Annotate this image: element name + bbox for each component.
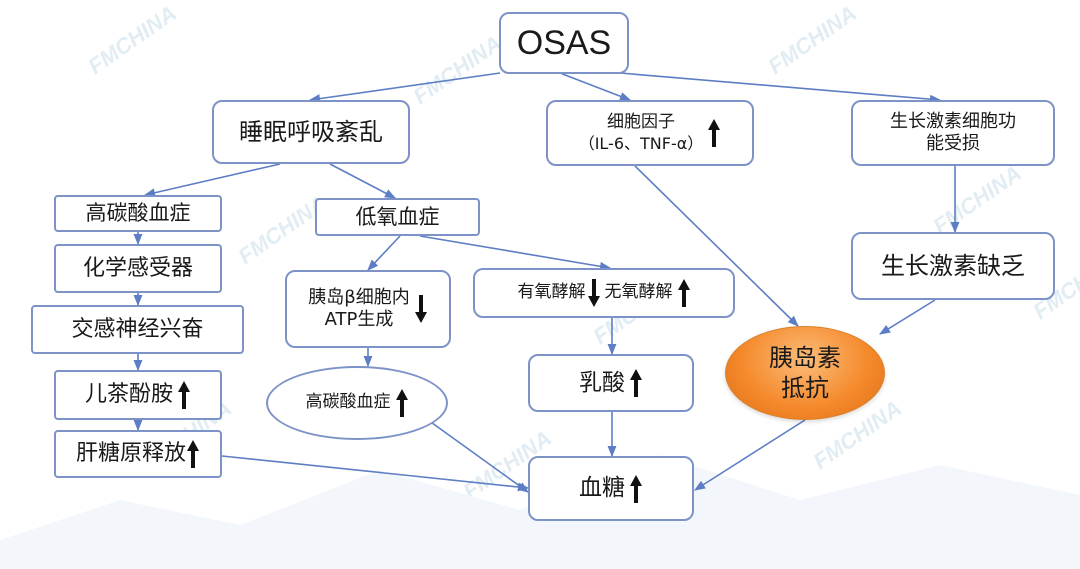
node-insulin-resistance-label-1: 胰岛素 (769, 344, 841, 372)
edge-ghdef-ir (879, 299, 936, 335)
node-glycolysis: 有氧酵解 无氧酵解 (473, 268, 735, 318)
node-osas: OSAS (499, 12, 629, 74)
node-lactate: 乳酸 (528, 354, 694, 412)
node-islet-atp: 胰岛β细胞内 ATP生成 (285, 270, 451, 348)
node-sleep-disorder-label: 睡眠呼吸紊乱 (239, 118, 383, 146)
edge-osas-cytokine (559, 72, 632, 101)
node-chemoreceptor: 化学感受器 (54, 244, 222, 293)
node-hypercapnia-label: 高碳酸血症 (85, 201, 191, 226)
up-arrow-icon (629, 368, 643, 398)
node-catecholamine: 儿茶酚胺 (54, 370, 222, 420)
node-sympathetic: 交感神经兴奋 (31, 305, 244, 354)
node-gh-impaired: 生长激素细胞功 能受损 (851, 100, 1055, 166)
node-aerobic-label: 有氧酵解 (517, 282, 586, 303)
node-hypercapnia: 高碳酸血症 (54, 195, 222, 232)
node-insulin-resistance: 胰岛素 抵抗 (725, 326, 885, 420)
node-gh-deficiency: 生长激素缺乏 (851, 232, 1055, 300)
down-arrow-icon (587, 278, 601, 308)
edge-hypercap2-glucose (427, 419, 529, 493)
node-glycogen-release-label: 肝糖原释放 (75, 441, 186, 467)
up-arrow-icon (186, 439, 200, 469)
node-sleep-disorder: 睡眠呼吸紊乱 (212, 100, 410, 164)
up-arrow-icon (677, 278, 691, 308)
edge-sleep-hypercap (143, 163, 281, 198)
node-blood-glucose-label: 血糖 (579, 475, 625, 502)
up-arrow-icon (707, 118, 721, 148)
node-insulin-resistance-label-2: 抵抗 (781, 374, 829, 402)
node-osas-label: OSAS (516, 23, 612, 62)
node-gh-impaired-label-1: 生长激素细胞功 (890, 110, 1016, 132)
up-arrow-icon (177, 380, 191, 410)
node-lactate-label: 乳酸 (579, 369, 625, 396)
up-arrow-icon (395, 388, 409, 418)
down-arrow-icon (414, 294, 428, 324)
node-gh-deficiency-label: 生长激素缺乏 (881, 252, 1025, 280)
node-hypoxemia: 低氧血症 (315, 198, 480, 236)
node-hypoxemia-label: 低氧血症 (355, 204, 440, 229)
edge-ir-glucose (694, 419, 806, 491)
edge-sleep-hypoxia (329, 163, 396, 199)
node-hypercapnia-2: 高碳酸血症 (266, 366, 448, 440)
edge-osas-sleep (308, 72, 501, 104)
edge-cytokine-ir (634, 165, 799, 327)
node-sympathetic-label: 交感神经兴奋 (71, 316, 204, 342)
node-blood-glucose: 血糖 (528, 456, 694, 521)
node-cytokine: 细胞因子 （IL-6、TNF-α） (546, 100, 754, 166)
node-chemoreceptor-label: 化学感受器 (82, 255, 193, 281)
node-catecholamine-label: 儿茶酚胺 (84, 382, 173, 408)
edge-hypoxia-islet (367, 235, 401, 271)
node-gh-impaired-label-2: 能受损 (926, 133, 980, 154)
node-anaerobic-label: 无氧酵解 (604, 282, 673, 303)
up-arrow-icon (629, 474, 643, 504)
node-hypercapnia-2-label: 高碳酸血症 (305, 392, 391, 413)
node-glycogen-release: 肝糖原释放 (54, 430, 222, 478)
node-islet-atp-label-2: ATP生成 (324, 309, 394, 330)
edge-hypoxia-glycolysis (419, 235, 612, 271)
edge-glycogen-glucose (221, 455, 530, 492)
node-cytokine-label-1: 细胞因子 (606, 112, 675, 133)
node-islet-atp-label-1: 胰岛β细胞内 (308, 286, 410, 308)
node-cytokine-label-2: （IL-6、TNF-α） (578, 133, 704, 153)
edge-osas-gh (619, 72, 942, 104)
